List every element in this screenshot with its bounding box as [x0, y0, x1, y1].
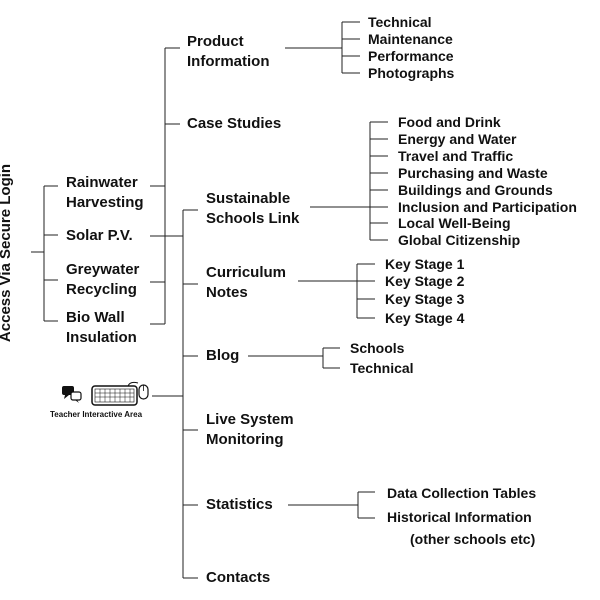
node-label-line2: Notes	[206, 284, 248, 301]
sustainable-child-purchasing-and-waste[interactable]: Purchasing and Waste	[398, 165, 548, 181]
teacher-area-icons[interactable]	[60, 380, 156, 410]
node-label-line2: Monitoring	[206, 431, 284, 448]
statistics-child-historical-information[interactable]: Historical Information	[387, 509, 532, 525]
keyboard-icon	[91, 381, 139, 406]
node-label-line2: Recycling	[66, 281, 137, 298]
curriculum-notes-node[interactable]: Curriculum Notes	[206, 263, 286, 303]
contacts-node[interactable]: Contacts	[206, 569, 271, 586]
teacher-area-label: Teacher Interactive Area	[50, 410, 143, 419]
sustainable-child-food-and-drink[interactable]: Food and Drink	[398, 114, 501, 130]
node-label-line2: Information	[187, 53, 270, 70]
node-label-line2: Schools Link	[206, 210, 300, 227]
curriculum-child-key-stage-3[interactable]: Key Stage 3	[385, 291, 465, 307]
statistics-node[interactable]: Statistics	[206, 496, 273, 513]
curriculum-child-key-stage-1[interactable]: Key Stage 1	[385, 256, 465, 272]
node-label-line1: Solar P.V.	[66, 227, 133, 244]
secure-login-label[interactable]: Access Via Secure Login	[0, 163, 14, 343]
sustainable-child-travel-and-traffic[interactable]: Travel and Traffic	[398, 148, 514, 164]
node-label-line1: Product	[187, 33, 244, 50]
mouse-icon	[138, 384, 149, 400]
greywater-recycling-node[interactable]: Greywater Recycling	[66, 260, 139, 300]
node-label-line1: Sustainable	[206, 190, 291, 207]
blog-child-schools[interactable]: Schools	[350, 340, 405, 356]
chat-bubbles-icon	[62, 386, 82, 403]
sustainable-child-energy-and-water[interactable]: Energy and Water	[398, 131, 517, 147]
sustainable-child-buildings-and-grounds[interactable]: Buildings and Grounds	[398, 182, 553, 198]
sustainable-child-inclusion-and-participation[interactable]: Inclusion and Participation	[398, 199, 577, 215]
product-child-maintenance[interactable]: Maintenance	[368, 31, 453, 47]
rainwater-harvesting-node[interactable]: Rainwater Harvesting	[66, 173, 144, 213]
statistics-child-other-schools-note: (other schools etc)	[410, 531, 536, 547]
node-label-line1: Greywater	[66, 261, 140, 278]
solar-pv-node[interactable]: Solar P.V.	[66, 226, 133, 246]
blog-child-technical[interactable]: Technical	[350, 360, 414, 376]
node-label-line1: Rainwater	[66, 174, 138, 191]
bio-wall-insulation-node[interactable]: Bio Wall Insulation	[66, 308, 137, 348]
node-label-line2: Insulation	[66, 329, 137, 346]
statistics-child-data-collection-tables[interactable]: Data Collection Tables	[387, 485, 537, 501]
product-information-node[interactable]: Product Information	[187, 32, 270, 72]
blog-node[interactable]: Blog	[206, 347, 240, 364]
product-child-technical[interactable]: Technical	[368, 14, 432, 30]
node-label-line1: Curriculum	[206, 264, 287, 281]
node-label-line2: Harvesting	[66, 194, 144, 211]
sustainable-child-local-well-being[interactable]: Local Well-Being	[398, 215, 511, 231]
curriculum-child-key-stage-4[interactable]: Key Stage 4	[385, 310, 465, 326]
product-child-photographs[interactable]: Photographs	[368, 65, 455, 81]
live-system-monitoring-node[interactable]: Live System Monitoring	[206, 410, 294, 450]
node-label-line1: Bio Wall	[66, 309, 125, 326]
curriculum-child-key-stage-2[interactable]: Key Stage 2	[385, 273, 465, 289]
case-studies-node[interactable]: Case Studies	[187, 115, 282, 132]
sustainable-child-global-citizenship[interactable]: Global Citizenship	[398, 232, 521, 248]
node-label-line1: Live System	[206, 411, 294, 428]
product-child-performance[interactable]: Performance	[368, 48, 454, 64]
sustainable-schools-link-node[interactable]: Sustainable Schools Link	[206, 189, 299, 229]
